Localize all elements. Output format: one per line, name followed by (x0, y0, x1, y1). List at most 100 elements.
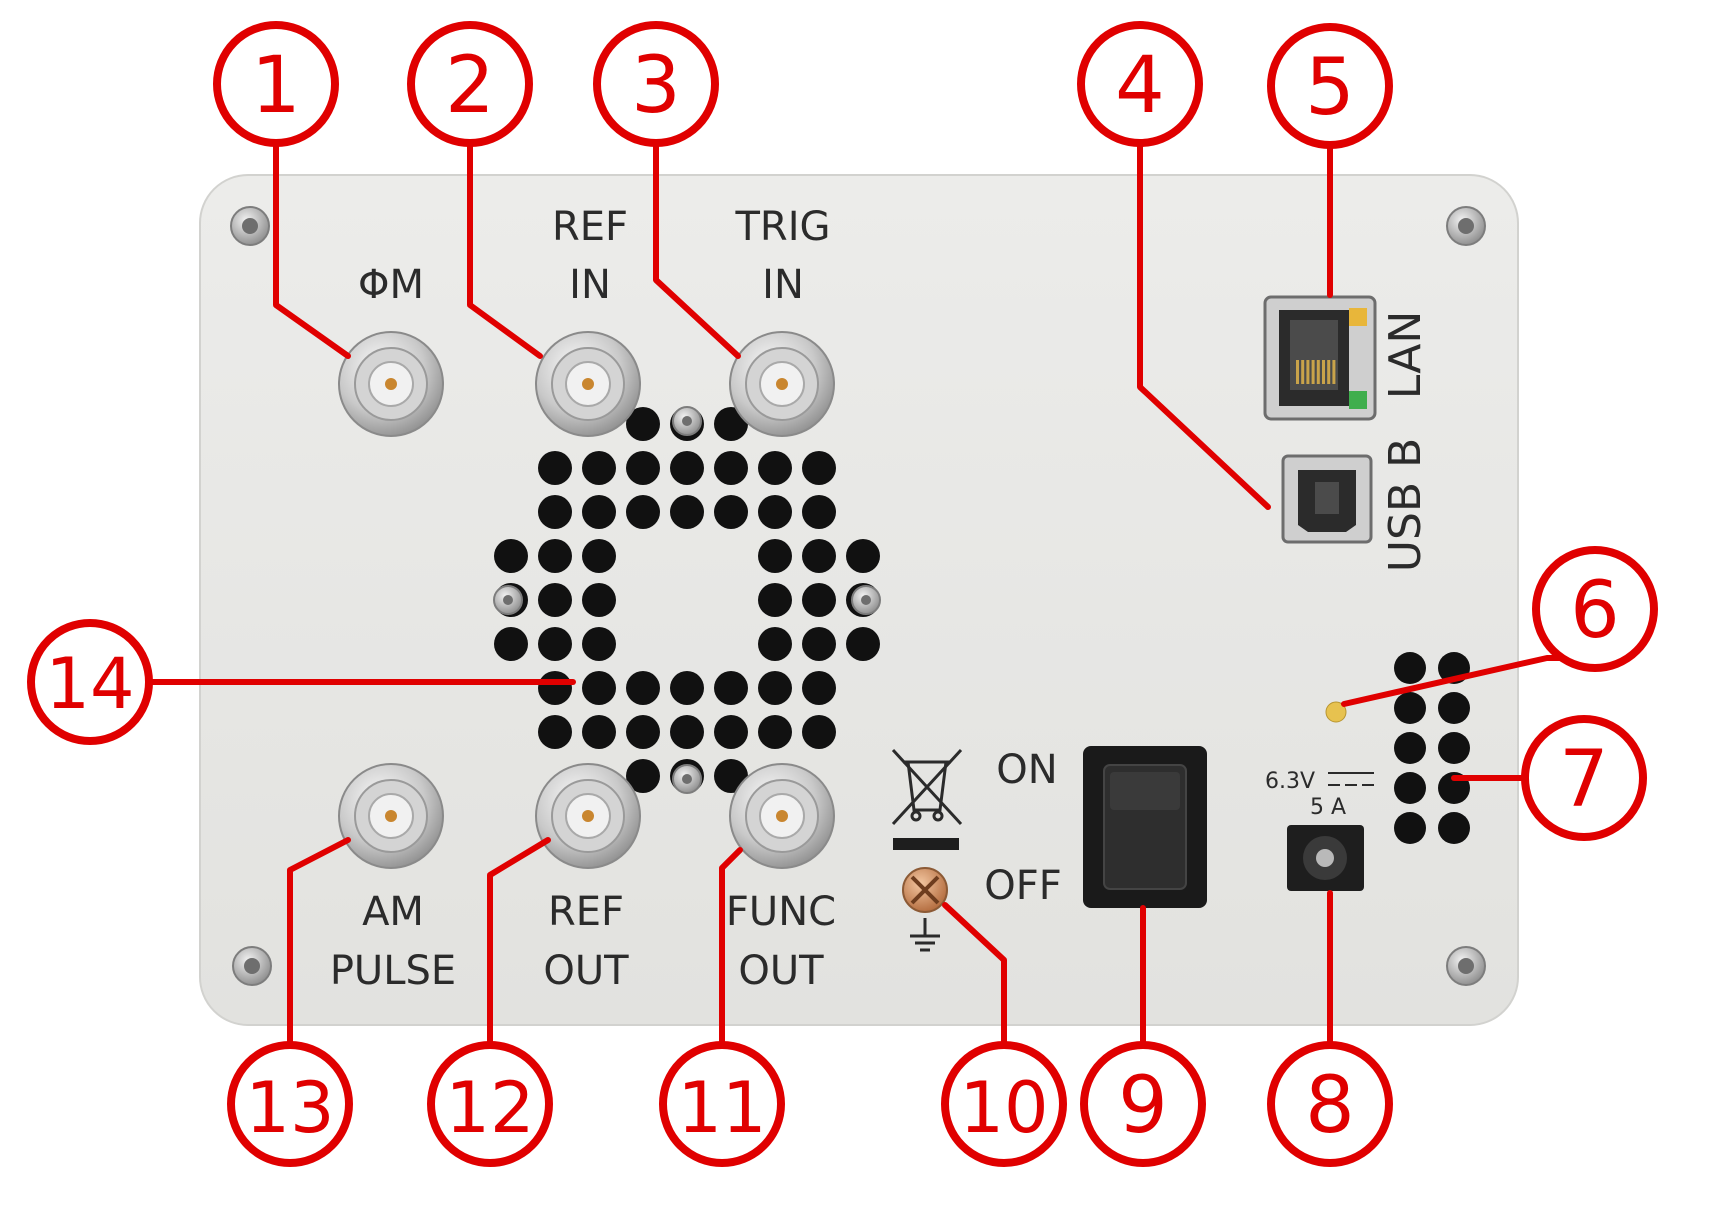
usb-b-port-icon (1281, 454, 1373, 544)
lan-pin (1316, 360, 1320, 384)
vent-hole (582, 539, 616, 573)
ground-icon (910, 918, 940, 952)
fan-screw-icon (672, 406, 702, 436)
vent-hole (1394, 692, 1426, 724)
dc-voltage-symbol (1328, 772, 1374, 786)
fan-screw-icon (851, 585, 881, 615)
callout-number: 2 (445, 41, 495, 131)
label-trig-in-line2: IN (762, 262, 804, 308)
vent-hole (802, 627, 836, 661)
vent-hole (1394, 772, 1426, 804)
vent-hole (626, 495, 660, 529)
label-phi-m: ΦM (358, 262, 424, 308)
vent-hole (626, 407, 660, 441)
vent-hole (582, 583, 616, 617)
label-usb-b: USB B (1380, 438, 1431, 573)
label-lan: LAN (1380, 311, 1431, 400)
bnc-connector-icon (338, 331, 444, 437)
bnc-connector-icon (535, 763, 641, 869)
lan-pin (1332, 360, 1336, 384)
label-current: 5 A (1310, 795, 1346, 820)
callout-number: 4 (1115, 41, 1165, 131)
vent-hole (758, 583, 792, 617)
fan-screw-icon (672, 764, 702, 794)
vent-hole (802, 671, 836, 705)
label-am-pulse-line1: AM (362, 889, 424, 935)
vent-hole (494, 627, 528, 661)
bnc-connector-icon (729, 763, 835, 869)
label-am-pulse-line2: PULSE (330, 948, 456, 994)
label-voltage: 6.3V (1265, 769, 1315, 794)
vent-hole (758, 715, 792, 749)
vent-hole (582, 671, 616, 705)
vent-hole (802, 451, 836, 485)
callout-number: 1 (251, 41, 301, 131)
vent-hole (494, 539, 528, 573)
right-vent-icon (1394, 652, 1470, 844)
vent-hole (538, 539, 572, 573)
callout-number: 12 (445, 1067, 534, 1149)
label-func-out-line2: OUT (738, 948, 824, 994)
vent-hole (538, 495, 572, 529)
vent-hole (582, 627, 616, 661)
vent-hole (758, 539, 792, 573)
lan-pin (1296, 360, 1299, 384)
label-func-out-line1: FUNC (726, 889, 836, 935)
lan-pin (1311, 360, 1315, 384)
vent-hole (1394, 652, 1426, 684)
vent-hole (1438, 692, 1470, 724)
callout-number: 9 (1118, 1061, 1168, 1151)
vent-hole (538, 583, 572, 617)
callout-number: 14 (45, 643, 134, 725)
vent-hole (802, 495, 836, 529)
vent-hole (714, 671, 748, 705)
vent-hole (582, 451, 616, 485)
label-ref-out-line1: REF (548, 889, 624, 935)
corner-screw-icon (232, 946, 272, 986)
dc-jack-icon (1287, 825, 1364, 891)
callout-number: 5 (1305, 43, 1355, 133)
vent-hole (802, 715, 836, 749)
weee-bar (893, 838, 959, 850)
vent-hole (714, 715, 748, 749)
vent-hole (538, 671, 572, 705)
lan-pin (1306, 360, 1310, 384)
vent-hole (626, 715, 660, 749)
bnc-connector-icon (338, 763, 444, 869)
vent-hole (582, 495, 616, 529)
vent-hole (802, 583, 836, 617)
vent-hole (758, 671, 792, 705)
label-ref-in-line1: REF (552, 204, 628, 250)
rj45-port-icon (1263, 295, 1377, 421)
bnc-connector-icon (729, 331, 835, 437)
vent-hole (1438, 812, 1470, 844)
vent-hole (1394, 732, 1426, 764)
vent-hole (758, 451, 792, 485)
label-off: OFF (984, 863, 1062, 909)
led-indicator (1325, 701, 1347, 723)
vent-hole (1394, 812, 1426, 844)
weee-bin-icon (891, 748, 963, 826)
rocker-switch-icon[interactable] (1083, 746, 1207, 908)
corner-screw-icon (1446, 946, 1486, 986)
lan-pin (1301, 360, 1305, 384)
callout-number: 13 (245, 1067, 334, 1149)
vent-hole (846, 539, 880, 573)
corner-screw-icon (1446, 206, 1486, 246)
vent-hole (582, 715, 616, 749)
ground-screw-icon (902, 867, 948, 913)
label-ref-in-line2: IN (569, 262, 611, 308)
callout-number: 11 (677, 1067, 766, 1149)
fan-vent-icon (494, 407, 880, 793)
vent-hole (714, 495, 748, 529)
vent-hole (846, 627, 880, 661)
bnc-connector-icon (535, 331, 641, 437)
vent-hole (758, 627, 792, 661)
callout-number: 7 (1559, 735, 1609, 825)
fan-screw-icon (493, 585, 523, 615)
vent-hole (802, 539, 836, 573)
corner-screw-icon (230, 206, 270, 246)
vent-hole (670, 671, 704, 705)
